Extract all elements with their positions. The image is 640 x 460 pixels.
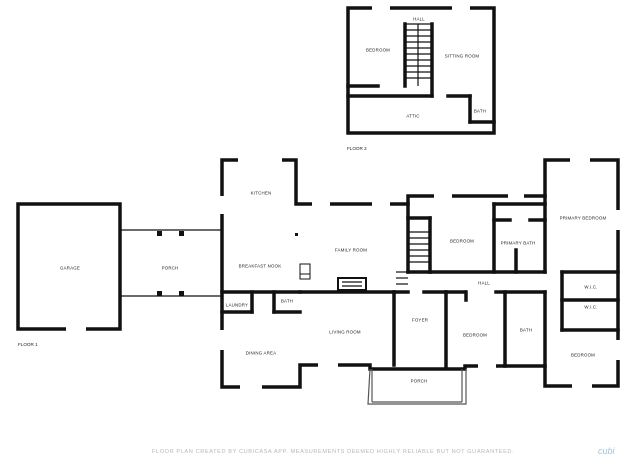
room-label-attic: ATTIC: [406, 113, 420, 119]
floor-1-plan: [16, 158, 620, 405]
fireplace-icon: [337, 277, 367, 291]
floor-1-stairs: [396, 231, 430, 285]
room-label-bedroom-3: BEDROOM: [570, 352, 596, 358]
room-label-bedroom: BEDROOM: [365, 47, 391, 53]
room-label-family-room: FAMILY ROOM: [334, 247, 368, 253]
room-label-hall: HALL: [413, 16, 425, 22]
room-label-porch-front: PORCH: [410, 378, 428, 384]
room-label-wic-2: W.I.C.: [584, 304, 598, 310]
room-label-primary-bedroom: PRIMARY BEDROOM: [559, 215, 607, 221]
room-label-bath-hall: BATH: [519, 327, 533, 333]
room-label-sitting-room: SITTING ROOM: [444, 53, 480, 59]
footer-disclaimer: FLOOR PLAN CREATED BY CUBICASA APP. MEAS…: [152, 449, 515, 455]
room-label-hall: HALL: [478, 280, 490, 286]
room-label-garage: GARAGE: [60, 265, 80, 271]
room-label-kitchen: KITCHEN: [250, 190, 272, 196]
breezeway-porch: [120, 229, 222, 297]
front-porch: [367, 368, 467, 405]
room-label-living-room: LIVING ROOM: [329, 329, 361, 335]
room-label-porch-left: PORCH: [161, 265, 179, 271]
kitchen-appliance-icon: [295, 233, 311, 280]
floor-2-plan: [346, 6, 496, 135]
windows: [220, 158, 620, 389]
floor-2-stairs: [405, 24, 432, 86]
room-label-dining-area: DINING AREA: [245, 350, 277, 356]
room-label-bedroom-1: BEDROOM: [449, 238, 475, 244]
room-label-primary-bath: PRIMARY BATH: [500, 240, 536, 246]
room-label-foyer: FOYER: [411, 317, 429, 323]
room-label-bath-small: BATH: [280, 298, 294, 304]
floor-2-label: FLOOR 2: [347, 146, 367, 151]
brand-logo: cubi: [598, 446, 615, 456]
floor-1-label: FLOOR 1: [18, 342, 38, 347]
room-label-bedroom-2: BEDROOM: [462, 332, 488, 338]
room-label-laundry: LAUNDRY: [225, 302, 249, 308]
room-label-wic-1: W.I.C.: [584, 284, 598, 290]
room-label-breakfast-nook: BREAKFAST NOOK: [238, 263, 282, 269]
room-label-bath: BATH: [473, 108, 487, 114]
